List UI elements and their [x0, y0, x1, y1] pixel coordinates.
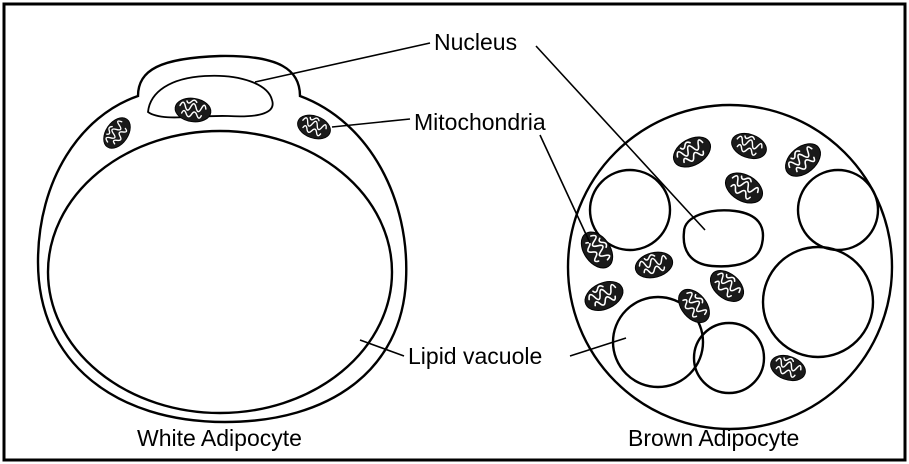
brown-lipid-vacuole	[798, 170, 878, 250]
white-adipocyte	[38, 56, 406, 422]
brown-mitochondrion	[668, 131, 716, 174]
brown-mitochondrion	[672, 284, 715, 329]
brown-lipid-vacuole	[694, 323, 764, 393]
brown-adipocyte	[568, 105, 892, 429]
mitochondria-leader-brown	[540, 135, 590, 243]
lipid-vacuole-label: Lipid vacuole	[408, 343, 542, 369]
lipid-vacuole-leader-brown	[570, 338, 626, 356]
white-mitochondrion	[174, 96, 213, 124]
brown-adipocyte-caption: Brown Adipocyte	[628, 425, 799, 451]
leader-lines	[255, 43, 705, 356]
brown-mitochondrion	[779, 137, 826, 183]
figure-border	[4, 4, 905, 460]
nucleus-leader-brown	[536, 46, 705, 230]
brown-mitochondrion	[705, 264, 750, 307]
brown-mitochondrion	[720, 167, 768, 210]
white-lipid-vacuole	[48, 131, 392, 413]
white-adipocyte-caption: White Adipocyte	[137, 425, 302, 451]
brown-lipid-vacuole	[763, 247, 873, 357]
mitochondria-label: Mitochondria	[414, 109, 546, 135]
nucleus-leader-white	[255, 43, 430, 82]
brown-mitochondrion	[728, 129, 770, 163]
brown-mitochondrion	[580, 276, 627, 316]
nucleus-label: Nucleus	[434, 29, 517, 55]
brown-mitochondrion	[632, 248, 675, 282]
white-mitochondrion	[294, 111, 334, 143]
brown-mitochondrion	[575, 226, 619, 274]
white-mitochondrion	[98, 113, 136, 154]
